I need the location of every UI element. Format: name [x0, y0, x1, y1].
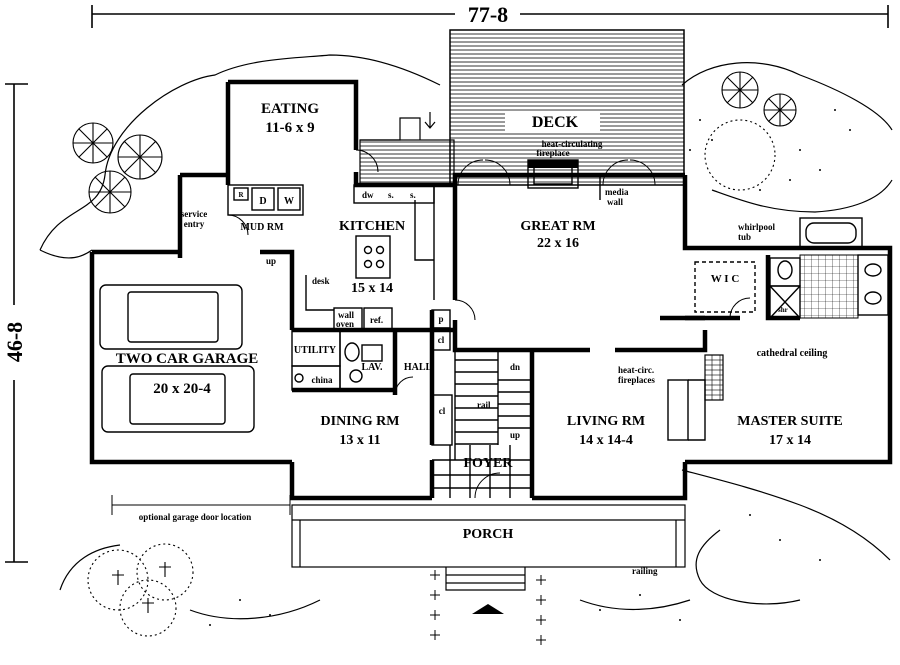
depth-dimension: 46-8	[2, 322, 27, 362]
great-rm-label: GREAT RM	[520, 219, 595, 234]
service-entry-label-2: entry	[184, 219, 205, 229]
r-label: R	[238, 191, 244, 199]
heat-circ-label: heat-circ.	[618, 365, 654, 375]
master-suite-size: 17 x 14	[769, 433, 811, 448]
interior-lines	[227, 159, 889, 498]
ref-label: ref.	[370, 315, 383, 325]
landscape-outline	[39, 54, 893, 620]
tree-icons	[72, 71, 797, 637]
dining-rm-label: DINING RM	[321, 414, 400, 429]
eating-label: EATING	[261, 101, 319, 117]
china-label: china	[311, 375, 333, 385]
living-rm-label: LIVING RM	[567, 414, 645, 429]
sink-label-1: s.	[388, 190, 394, 200]
kitchen-size: 15 x 14	[351, 281, 393, 296]
wic-label: W I C	[711, 273, 740, 285]
whirlpool-label: whirlpool	[738, 222, 776, 232]
wall-oven-label: wall	[338, 310, 355, 320]
closet-label-1: cl	[438, 335, 445, 345]
fireplace-brick	[704, 354, 724, 401]
bath-tile	[799, 254, 859, 319]
rail-label: rail	[477, 400, 491, 410]
garage-door-label: optional garage door location	[139, 512, 252, 522]
closet-label-2: cl	[439, 406, 446, 416]
media-wall-label: media	[605, 187, 629, 197]
deck-steps	[360, 117, 421, 141]
fireplace-label: heat-circulating	[542, 139, 603, 149]
desk-label: desk	[312, 276, 330, 286]
deck-lower	[359, 139, 455, 186]
width-dimension: 77-8	[468, 2, 508, 27]
hall-label: HALL	[404, 362, 433, 373]
fireplace-label-2: fireplace	[536, 148, 569, 158]
utility-label: UTILITY	[294, 345, 337, 356]
garage-size: 20 x 20-4	[153, 381, 211, 397]
dryer-label: D	[259, 196, 266, 207]
garage-label: TWO CAR GARAGE	[116, 351, 259, 367]
dot-stipple	[209, 109, 851, 626]
cathedral-label: cathedral ceiling	[757, 348, 828, 359]
garage-cars	[99, 284, 255, 433]
foyer-label: FOYER	[464, 456, 514, 471]
dining-rm-size: 13 x 11	[339, 433, 380, 448]
kitchen-label: KITCHEN	[339, 219, 405, 234]
up-label-1: up	[266, 256, 276, 266]
deck-arrow	[424, 112, 436, 129]
dimension-lines	[5, 5, 889, 563]
dw-label: dw	[362, 190, 374, 200]
shrub-icons	[430, 570, 546, 645]
porch	[291, 504, 686, 591]
sink-label-2: s.	[410, 190, 416, 200]
shower-label: shr	[778, 306, 788, 314]
washer-label: W	[284, 196, 294, 207]
entry-arrow-icon	[472, 604, 504, 614]
service-entry-label: service	[181, 209, 207, 219]
whirlpool-label-2: tub	[738, 232, 751, 242]
railing-label: railing	[632, 566, 658, 576]
heat-circ-label-2: fireplaces	[618, 375, 655, 385]
wall-oven-label-2: oven	[336, 319, 354, 329]
lav-label: LAV.	[361, 362, 383, 373]
porch-label: PORCH	[463, 527, 514, 542]
eating-size: 11-6 x 9	[265, 120, 314, 136]
living-rm-size: 14 x 14-4	[579, 433, 633, 448]
deck	[449, 29, 685, 186]
garage-door-dim	[111, 495, 291, 515]
up-label-2: up	[510, 430, 520, 440]
master-suite-label: MASTER SUITE	[737, 414, 842, 429]
dn-label: dn	[510, 362, 520, 372]
pantry-label: p	[438, 314, 443, 324]
media-wall-label-2: wall	[607, 197, 624, 207]
mud-rm-label: MUD RM	[240, 222, 284, 233]
deck-label: DECK	[532, 114, 579, 131]
door-swings	[227, 149, 751, 499]
great-rm-size: 22 x 16	[537, 236, 579, 251]
